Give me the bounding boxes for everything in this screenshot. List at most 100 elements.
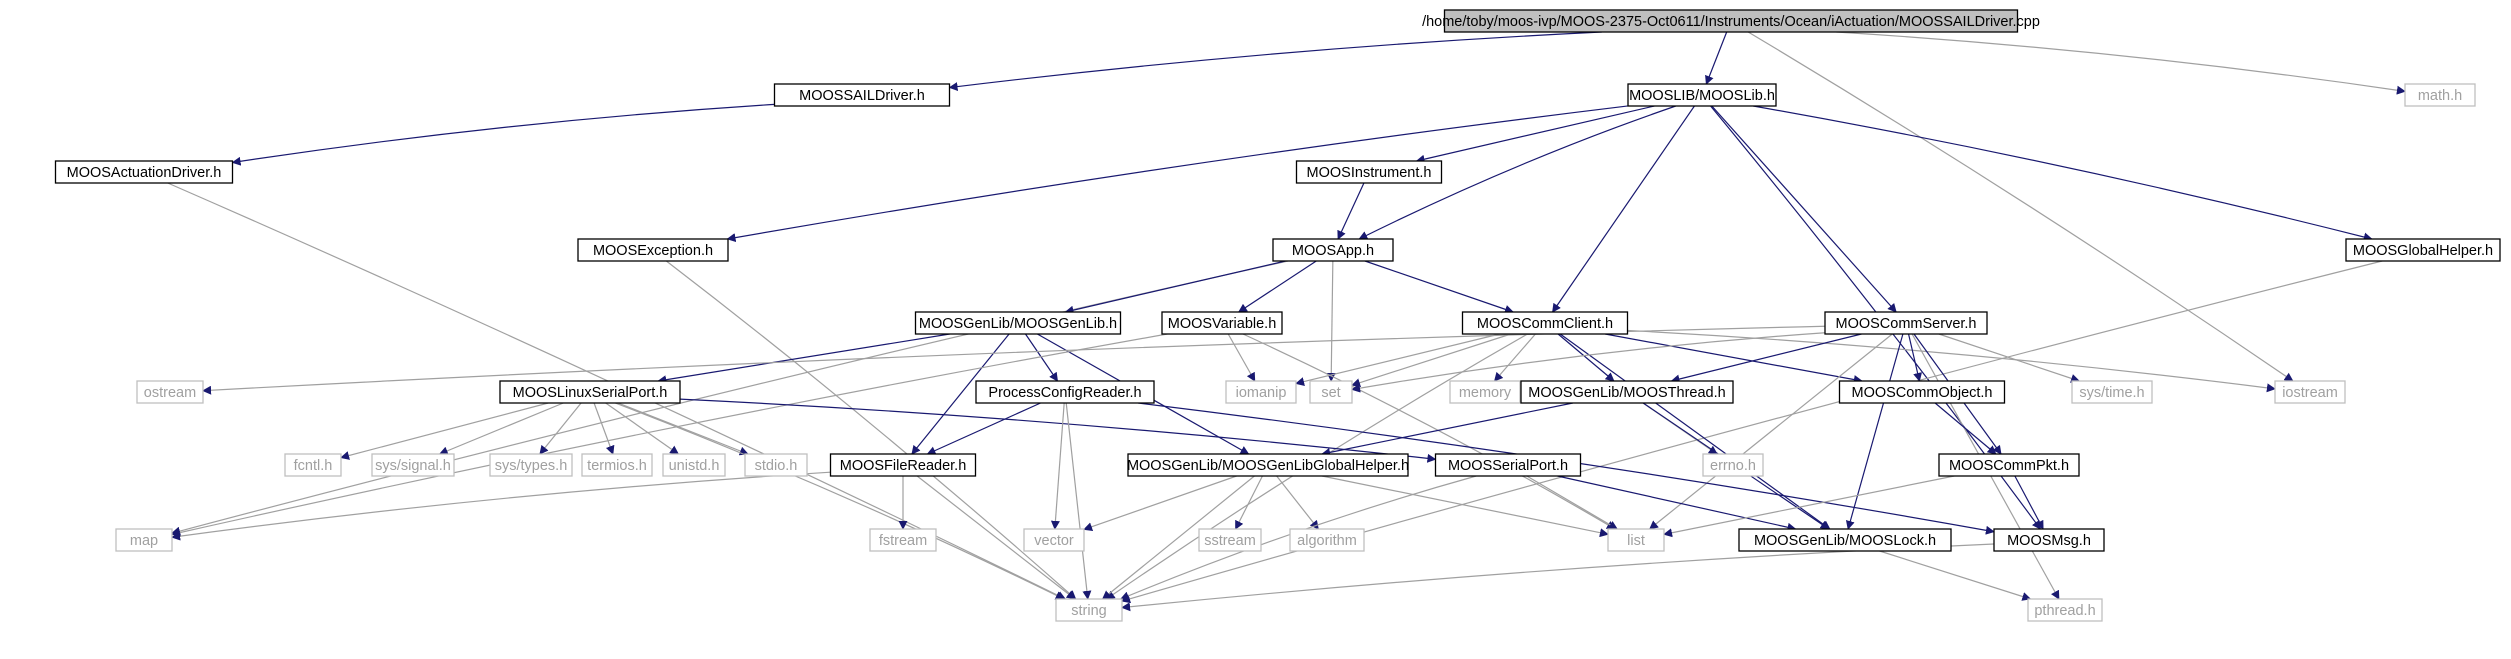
- edge-var-to-list: [1242, 333, 1616, 530]
- edge-pkt-to-msg: [2014, 475, 2044, 530]
- node-label: list: [1627, 533, 1645, 549]
- node-genlib[interactable]: MOOSGenLib/MOOSGenLib.h: [914, 311, 1122, 335]
- node-fstream: fstream: [869, 528, 937, 552]
- node-fcntl: fcntl.h: [284, 453, 342, 477]
- edge-linux-to-termios: [593, 402, 615, 455]
- node-label: unistd.h: [669, 458, 720, 474]
- node-filerd[interactable]: MOOSFileReader.h: [829, 453, 977, 477]
- node-termios: termios.h: [581, 453, 653, 477]
- node-box: [54, 160, 234, 184]
- node-box: [1289, 528, 1365, 552]
- node-box: [581, 453, 653, 477]
- node-list: list: [1607, 528, 1665, 552]
- node-root: /home/toby/moos-ivp/MOOS-2375-Oct0611/In…: [1422, 9, 2040, 33]
- node-box: [2071, 380, 2153, 404]
- node-label: termios.h: [587, 458, 647, 474]
- node-thread[interactable]: MOOSGenLib/MOOSThread.h: [1520, 380, 1734, 404]
- edge-layer: [167, 31, 2406, 612]
- node-label: fstream: [879, 533, 927, 549]
- node-mooslib[interactable]: MOOSLIB/MOOSLib.h: [1627, 83, 1777, 107]
- node-label: iomanip: [1236, 385, 1287, 401]
- node-label: MOOSLIB/MOOSLib.h: [1629, 88, 1775, 104]
- edge-client-to-lock: [1559, 333, 1831, 530]
- node-box: [2345, 238, 2501, 262]
- node-instr[interactable]: MOOSInstrument.h: [1295, 160, 1443, 184]
- node-box: [829, 453, 977, 477]
- node-label: MOOSSAILDriver.h: [799, 88, 925, 104]
- edge-server-to-systime: [1938, 333, 2081, 383]
- node-ostream: ostream: [136, 380, 204, 404]
- edge-server-to-set: [1351, 332, 1826, 393]
- node-errno: errno.h: [1702, 453, 1764, 477]
- edge-app-to-set: [1326, 260, 1336, 382]
- node-box: [744, 453, 808, 477]
- node-msg[interactable]: MOOSMsg.h: [1993, 528, 2105, 552]
- node-pcr[interactable]: ProcessConfigReader.h: [975, 380, 1155, 404]
- node-box: [914, 311, 1122, 335]
- node-algorithm: algorithm: [1289, 528, 1365, 552]
- node-server[interactable]: MOOSCommServer.h: [1824, 311, 1988, 335]
- edge-client-to-iomanip: [1295, 333, 1500, 386]
- edge-genlib-to-pcr: [1024, 333, 1059, 382]
- node-box: [499, 380, 681, 404]
- edge-lock-to-pthread: [1879, 550, 2032, 601]
- node-label: MOOSVariable.h: [1168, 316, 1277, 332]
- node-globalh[interactable]: MOOSGlobalHelper.h: [2345, 238, 2501, 262]
- node-serial[interactable]: MOOSSerialPort.h: [1434, 453, 1582, 477]
- node-label: memory: [1459, 385, 1512, 401]
- node-exc[interactable]: MOOSException.h: [577, 238, 729, 262]
- node-pkt[interactable]: MOOSCommPkt.h: [1938, 453, 2080, 477]
- node-box: [1449, 380, 1521, 404]
- node-var[interactable]: MOOSVariable.h: [1161, 311, 1283, 335]
- node-box: [489, 453, 573, 477]
- edge-serial-to-lock: [1557, 475, 1797, 532]
- node-label: /home/toby/moos-ivp/MOOS-2375-Oct0611/In…: [1422, 14, 2040, 30]
- node-map: map: [115, 528, 173, 552]
- edge-linux-to-unistd: [605, 402, 680, 455]
- node-label: pthread.h: [2034, 603, 2095, 619]
- edge-mooslib-to-instr: [1415, 105, 1655, 164]
- node-box: [577, 238, 729, 262]
- node-label: MOOSGenLib/MOOSGenLib.h: [919, 316, 1117, 332]
- node-iomanip: iomanip: [1225, 380, 1297, 404]
- node-label: MOOSApp.h: [1292, 243, 1374, 259]
- node-label: sstream: [1204, 533, 1256, 549]
- edge-genhelp-to-algorithm: [1276, 475, 1319, 530]
- node-label: MOOSCommObject.h: [1852, 385, 1993, 401]
- node-label: map: [130, 533, 158, 549]
- node-string: string: [1055, 598, 1123, 622]
- node-genhelp[interactable]: MOOSGenLib/MOOSGenLibGlobalHelper.h: [1127, 453, 1409, 477]
- node-vector: vector: [1023, 528, 1085, 552]
- node-saildrv[interactable]: MOOSSAILDriver.h: [773, 83, 951, 107]
- node-stdio: stdio.h: [744, 453, 808, 477]
- node-label: MOOSCommClient.h: [1477, 316, 1613, 332]
- node-actdrv[interactable]: MOOSActuationDriver.h: [54, 160, 234, 184]
- node-box: [1272, 238, 1394, 262]
- node-box: [1938, 453, 2080, 477]
- edge-client-to-thread: [1557, 333, 1615, 382]
- node-layer: /home/toby/moos-ivp/MOOS-2375-Oct0611/In…: [54, 9, 2501, 622]
- node-linux[interactable]: MOOSLinuxSerialPort.h: [499, 380, 681, 404]
- node-box: [1434, 453, 1582, 477]
- edge-pkt-to-list: [1663, 475, 1955, 538]
- node-label: sys/time.h: [2079, 385, 2144, 401]
- edge-genhelp-to-string: [1101, 475, 1255, 600]
- edge-linux-to-fcntl: [340, 402, 549, 460]
- edge-var-to-map: [171, 333, 1168, 537]
- edge-client-to-memory: [1493, 333, 1536, 382]
- edge-linux-to-signal: [438, 402, 564, 456]
- node-label: iostream: [2282, 385, 2338, 401]
- node-client[interactable]: MOOSCommClient.h: [1461, 311, 1629, 335]
- node-box: [1443, 9, 2019, 33]
- node-label: MOOSGenLib/MOOSThread.h: [1528, 385, 1725, 401]
- node-cobj[interactable]: MOOSCommObject.h: [1838, 380, 2006, 404]
- edge-var-to-iomanip: [1227, 333, 1256, 382]
- edge-app-to-var: [1237, 260, 1317, 313]
- node-lock[interactable]: MOOSGenLib/MOOSLock.h: [1738, 528, 1952, 552]
- node-label: set: [1321, 385, 1340, 401]
- node-box: [1702, 453, 1764, 477]
- node-app[interactable]: MOOSApp.h: [1272, 238, 1394, 262]
- node-box: [115, 528, 173, 552]
- node-label: vector: [1034, 533, 1074, 549]
- edge-genlib-to-linux: [657, 333, 950, 385]
